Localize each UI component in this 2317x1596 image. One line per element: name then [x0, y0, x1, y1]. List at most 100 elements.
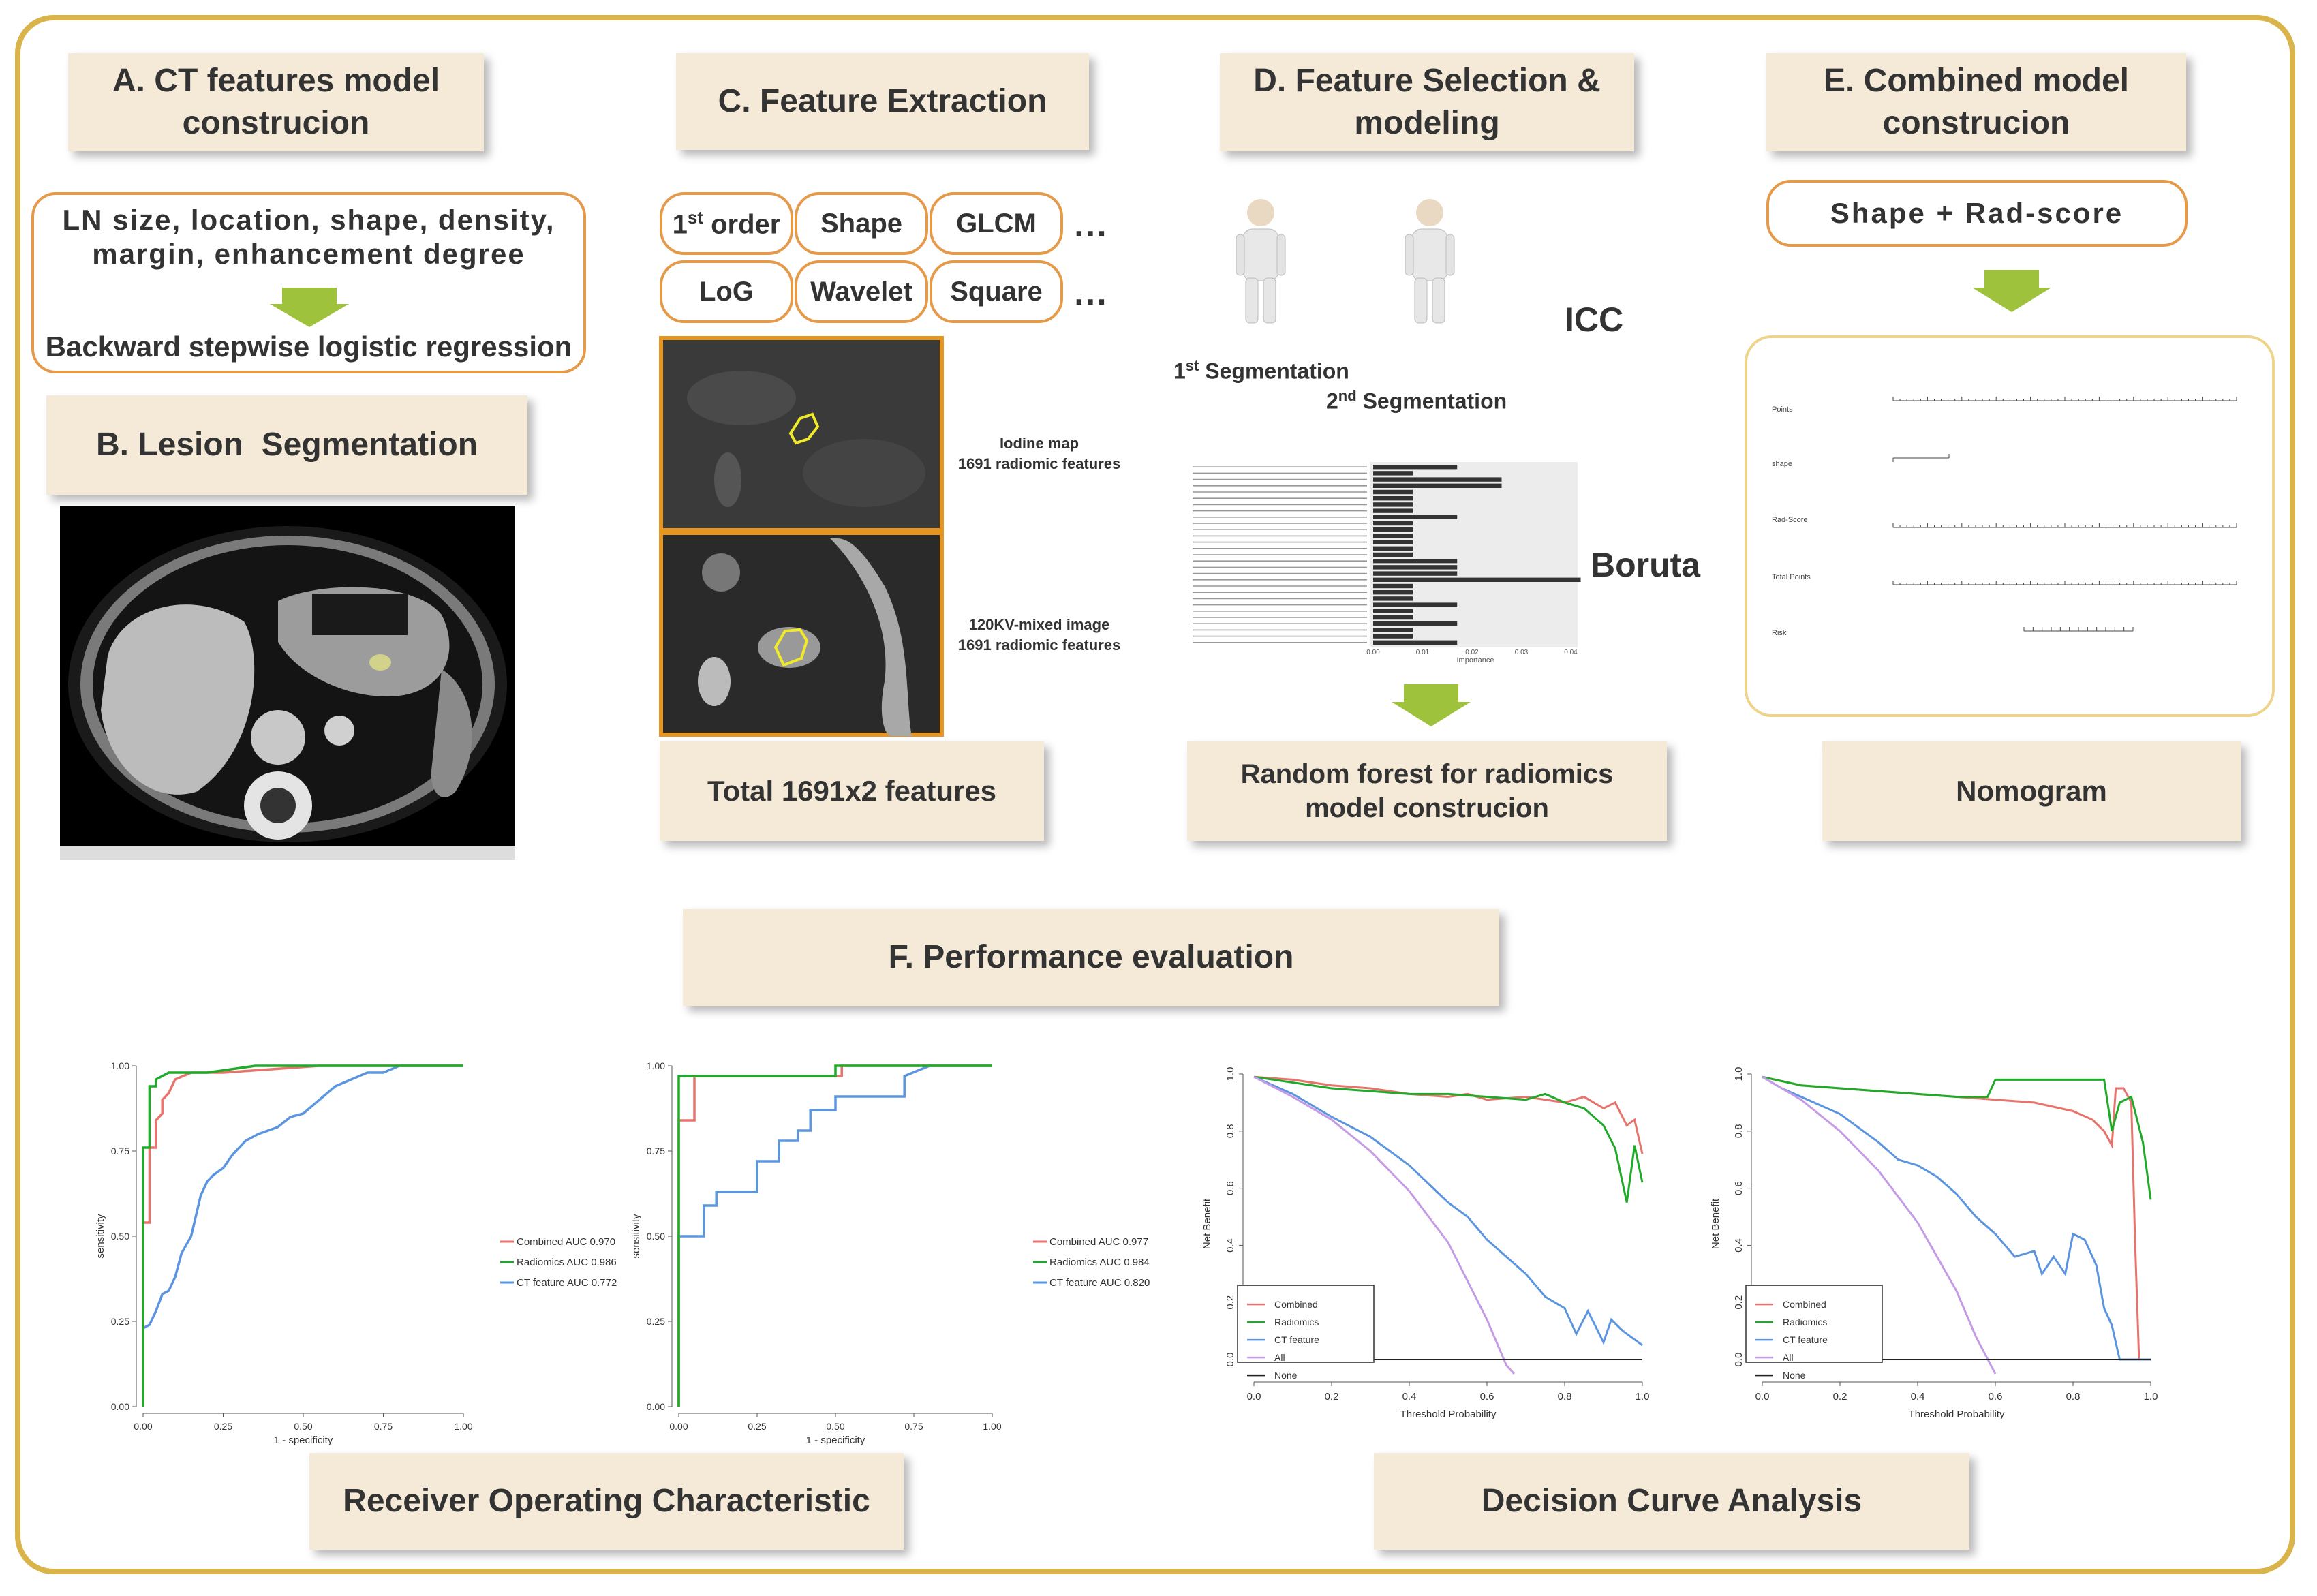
y-tick-label: 1.00	[647, 1060, 665, 1071]
ellipsis-row-1: …	[1073, 205, 1108, 245]
down-arrow-icon	[270, 288, 349, 327]
legend-label: CT feature AUC 0.772	[517, 1277, 617, 1289]
x-tick-label: 0.6	[1480, 1391, 1494, 1402]
legend-label: Radiomics AUC 0.984	[1049, 1257, 1150, 1268]
boruta-tick-label: 0.03	[1515, 649, 1529, 656]
shape-label: Shape	[820, 208, 903, 239]
mixed-image-count: 1691 radiomic features	[957, 636, 1121, 654]
nomogram-text: Nomogram	[1956, 775, 2107, 807]
legend-label: Combined	[1274, 1299, 1318, 1310]
legend-label: Combined	[1783, 1299, 1826, 1310]
y-tick-label: 0.4	[1733, 1238, 1745, 1253]
legend-box	[1237, 1285, 1375, 1363]
seg1-text: Segmentation	[1199, 358, 1349, 384]
boruta-bar	[1373, 552, 1413, 557]
boruta-bar	[1373, 621, 1458, 626]
feature-box-square: Square	[930, 260, 1063, 323]
nomogram-row-points: Points	[1772, 405, 1793, 414]
shape-radscore-text: Shape + Rad-score	[1830, 197, 2124, 229]
y-tick-label: 1.0	[1225, 1067, 1236, 1081]
roc-series-line	[677, 1064, 992, 1407]
feature-box-shape: Shape	[795, 192, 928, 255]
boruta-bar	[1373, 640, 1458, 645]
feature-box-first-order: 1st order	[660, 192, 793, 255]
iodine-map-image	[659, 336, 944, 532]
section-d-title: D. Feature Selection & modeling	[1220, 53, 1634, 151]
x-tick-label: 0.50	[294, 1421, 312, 1432]
first-order-sup: st	[687, 206, 703, 228]
outer-frame	[15, 15, 2295, 1574]
person-icon-2	[1405, 199, 1455, 324]
x-tick-label: 1.00	[454, 1421, 472, 1432]
ct-features-box: LN size, location, shape, density, margi…	[31, 192, 586, 373]
boruta-bar	[1373, 577, 1581, 582]
section-c-title-text: C. Feature Extraction	[718, 83, 1047, 119]
section-b-title-text: B. Lesion Segmentation	[95, 427, 478, 463]
seg1-base: 1	[1173, 358, 1186, 384]
x-tick-label: 1.00	[983, 1421, 1001, 1432]
boruta-bar	[1373, 515, 1458, 519]
y-tick-label: 0.50	[111, 1231, 129, 1242]
log-label: LoG	[699, 276, 754, 307]
person-icon-1	[1236, 199, 1286, 324]
boruta-bar	[1373, 502, 1413, 507]
boruta-bar	[1373, 483, 1502, 488]
dca-series-line	[1762, 1075, 2152, 1200]
x-tick-label: 0.4	[1402, 1391, 1417, 1402]
x-tick-label: 0.2	[1325, 1391, 1339, 1402]
iodine-map-caption: Iodine map 1691 radiomic features	[940, 433, 1138, 474]
legend-label: CT feature	[1274, 1334, 1319, 1345]
seg2-base: 2	[1326, 388, 1338, 414]
roc-series-line	[142, 1064, 463, 1407]
total-features-box: Total 1691x2 features	[660, 741, 1044, 841]
y-tick-label: 0.25	[647, 1316, 665, 1327]
iodine-map-title: Iodine map	[999, 435, 1079, 452]
boruta-bar	[1373, 634, 1413, 639]
y-tick-label: 0.4	[1225, 1238, 1236, 1253]
random-forest-text: Random forest for radiomics model constr…	[1240, 759, 1614, 823]
icc-label: ICC	[1565, 301, 1624, 339]
boruta-bar	[1373, 477, 1502, 482]
boruta-bar	[1373, 583, 1413, 589]
y-tick-label: 0.2	[1225, 1295, 1236, 1310]
down-arrow-icon	[1972, 270, 2051, 312]
dca-series-line	[1253, 1075, 1516, 1375]
boruta-bar	[1373, 471, 1413, 476]
first-order-label: 1st order	[673, 207, 781, 240]
x-tick-label: 0.8	[2066, 1391, 2081, 1402]
mixed-image-title: 120KV-mixed image	[968, 616, 1110, 633]
legend-label: Radiomics AUC 0.986	[517, 1257, 617, 1268]
y-tick-label: 0.6	[1733, 1181, 1745, 1195]
y-tick-label: 0.50	[647, 1231, 665, 1242]
boruta-xlabel: Importance	[1456, 656, 1494, 664]
y-axis-label: Net Benefit	[1201, 1198, 1213, 1249]
dca-series-line	[1762, 1075, 2151, 1361]
y-axis-label: Net Benefit	[1710, 1198, 1721, 1249]
y-tick-label: 0.0	[1733, 1353, 1745, 1367]
feature-box-glcm: GLCM	[930, 192, 1063, 255]
boruta-bar	[1373, 546, 1413, 551]
y-tick-label: 0.25	[111, 1316, 129, 1327]
dca-series-line	[1762, 1075, 1997, 1375]
mixed-image	[659, 531, 944, 737]
x-tick-label: 0.0	[1755, 1391, 1770, 1402]
iodine-map-count: 1691 radiomic features	[957, 455, 1121, 472]
legend-label: CT feature AUC 0.820	[1049, 1277, 1150, 1289]
legend-label: All	[1274, 1352, 1285, 1363]
boruta-bar	[1373, 496, 1413, 501]
boruta-bar	[1373, 615, 1413, 620]
square-label: Square	[950, 276, 1043, 307]
legend-label: None	[1274, 1370, 1298, 1381]
shape-radscore-box: Shape + Rad-score	[1766, 180, 2188, 247]
y-tick-label: 0.00	[647, 1401, 665, 1412]
boruta-bar	[1373, 596, 1413, 601]
legend-label: Combined AUC 0.977	[1049, 1236, 1148, 1248]
section-e-title-text: E. Combined model construcion	[1823, 63, 2130, 141]
boruta-bar	[1373, 628, 1413, 632]
seg1-sup: st	[1185, 357, 1199, 374]
legend-label: Radiomics	[1274, 1317, 1319, 1328]
boruta-bar	[1373, 590, 1413, 595]
x-tick-label: 0.25	[748, 1421, 766, 1432]
